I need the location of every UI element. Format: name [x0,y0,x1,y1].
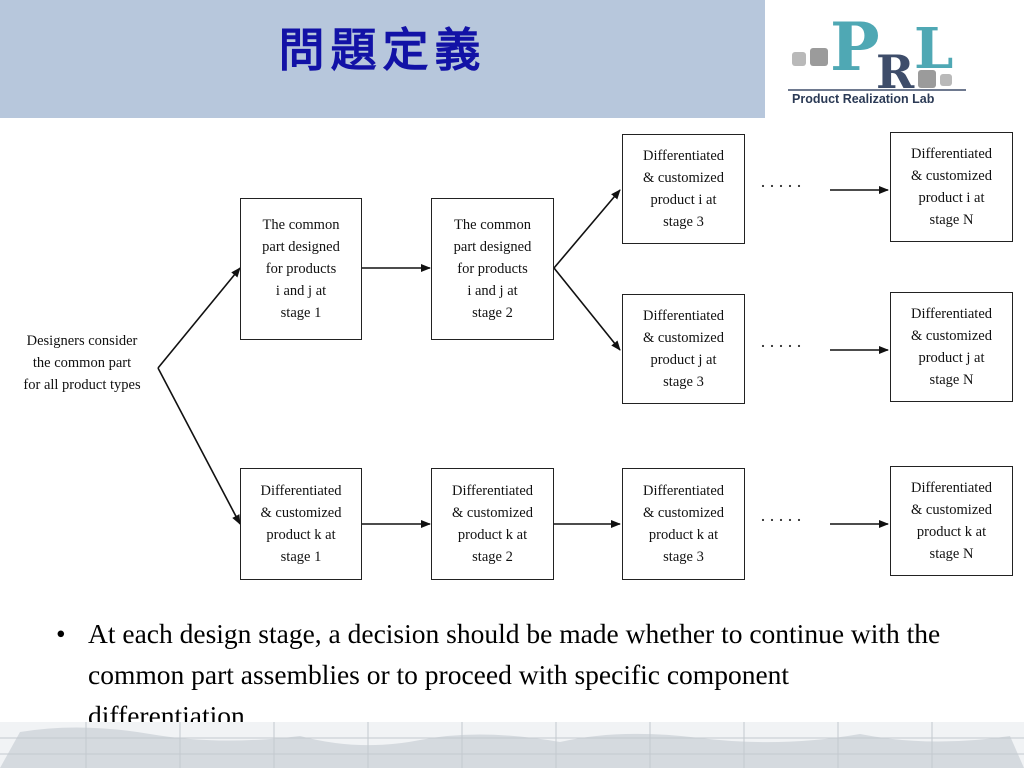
node-k-stageN: Differentiated & customized product k at… [890,466,1013,576]
node-k-stageN-label: Differentiated & customized product k at… [910,480,993,562]
node-k-stage2-label: Differentiated & customized product k at… [451,483,534,565]
root-label: Designers consider the common part for a… [23,333,141,393]
ellipsis-i: ····· [760,176,805,196]
bullet-text: At each design stage, a decision should … [88,618,941,731]
ellipsis-k: ····· [760,510,805,530]
node-common-stage1-label: The common part designed for products i … [262,217,340,321]
node-k-stage2: Differentiated & customized product k at… [431,468,554,580]
bullet-mark: • [56,618,66,649]
svg-text:R: R [876,45,915,99]
node-k-stage3: Differentiated & customized product k at… [622,468,745,580]
node-i-stageN-label: Differentiated & customized product i at… [910,146,993,228]
node-j-stage3: Differentiated & customized product j at… [622,294,745,404]
svg-text:L: L [914,16,953,82]
arrow-root-to-k1 [157,367,241,525]
arrow-common2-to-j3 [553,267,621,351]
prl-logo: P R L [788,8,966,99]
node-i-stage3-label: Differentiated & customized product i at… [642,148,725,230]
svg-text:P: P [830,8,880,86]
ellipsis-j: ····· [760,336,805,356]
node-common-stage2: The common part designed for products i … [431,198,554,340]
node-i-stageN: Differentiated & customized product i at… [890,132,1013,242]
node-j-stage3-label: Differentiated & customized product j at… [642,308,725,390]
node-j-stageN: Differentiated & customized product j at… [890,292,1013,402]
node-common-stage2-label: The common part designed for products i … [453,217,532,321]
node-common-stage1: The common part designed for products i … [240,198,362,340]
node-j-stageN-label: Differentiated & customized product j at… [910,306,993,388]
page-title: 問題定義 [278,23,487,77]
title-bar: 問題定義 [0,0,765,118]
arrow-common2-to-i3 [553,189,621,269]
arrow-root-to-common1 [157,267,241,369]
logo-caption: Product Realization Lab [792,92,935,106]
node-k-stage1-label: Differentiated & customized product k at… [260,483,342,565]
node-i-stage3: Differentiated & customized product i at… [622,134,745,244]
node-k-stage3-label: Differentiated & customized product k at… [642,483,725,565]
product-differentiation-diagram: Designers consider the common part for a… [0,118,1024,598]
connector-lines [157,186,889,528]
node-k-stage1: Differentiated & customized product k at… [240,468,362,580]
world-map-footer [0,722,1024,768]
